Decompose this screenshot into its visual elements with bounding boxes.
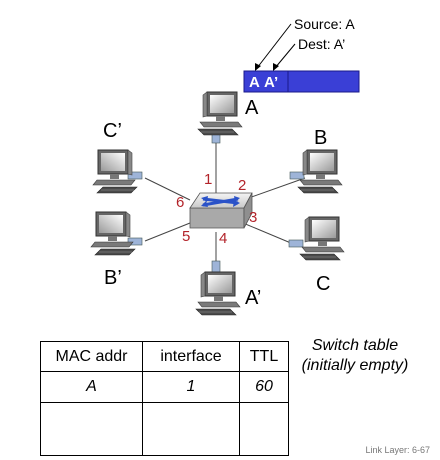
host-label: A (245, 97, 259, 119)
switch (189, 192, 253, 229)
computer-icon (197, 91, 243, 136)
column-header: MAC addr (40, 341, 143, 372)
computer-icon (195, 271, 241, 316)
link-B (242, 177, 306, 201)
frame-annotation: Source: A Dest: A’ (255, 16, 355, 71)
table-cell (40, 402, 143, 456)
host-A2: A’ (195, 271, 261, 316)
computer-icon (92, 149, 138, 194)
dest-pointer (274, 43, 296, 69)
caption-line: (initially empty) (301, 357, 409, 374)
computer-icon (90, 211, 136, 256)
computer-icon (297, 149, 343, 194)
table-cell: 60 (239, 371, 289, 403)
slide-footer: Link Layer: 6-67 (365, 445, 430, 455)
computer-icon (299, 216, 345, 261)
caption-line: Switch table (311, 337, 399, 354)
column-header: interface (142, 341, 240, 372)
host-B: B (297, 127, 343, 194)
frame-src-field: A (249, 74, 260, 91)
table-row (40, 402, 289, 456)
host-label: C (316, 273, 330, 295)
port-2: 2 (238, 177, 246, 194)
source-pointer (256, 23, 292, 69)
host-label: B (314, 127, 327, 149)
table-header-row: MAC addr interface TTL (40, 341, 289, 372)
switch-icon (202, 197, 239, 207)
source-label: Source: A (294, 16, 355, 32)
host-C: C (299, 216, 345, 295)
port-4: 4 (219, 230, 227, 247)
links (144, 130, 306, 266)
port-5: 5 (182, 228, 190, 245)
table-cell (142, 402, 240, 456)
table-cell: 1 (142, 371, 240, 403)
host-B2: B’ (90, 211, 136, 289)
port-6: 6 (176, 194, 184, 211)
port-numbers: 1 2 3 4 5 6 (176, 171, 257, 247)
host-label: C’ (103, 120, 122, 142)
link-B2 (144, 222, 191, 242)
host-label: B’ (104, 267, 122, 289)
table-cell (239, 402, 289, 456)
frame-dest-field: A’ (264, 74, 278, 91)
host-A: A (197, 91, 259, 136)
dest-label: Dest: A’ (298, 36, 345, 52)
link-C2 (144, 177, 191, 201)
table-row: A 1 60 (40, 371, 289, 403)
port-1: 1 (204, 171, 212, 188)
switch-table: MAC addr interface TTL A 1 60 (40, 341, 289, 456)
table-cell: A (40, 371, 143, 403)
ethernet-frame: A A’ (243, 70, 360, 93)
table-caption: Switch table (initially empty) (292, 336, 418, 376)
host-label: A’ (245, 287, 261, 309)
column-header: TTL (239, 341, 289, 372)
port-3: 3 (249, 209, 257, 226)
host-C2: C’ (92, 120, 138, 194)
